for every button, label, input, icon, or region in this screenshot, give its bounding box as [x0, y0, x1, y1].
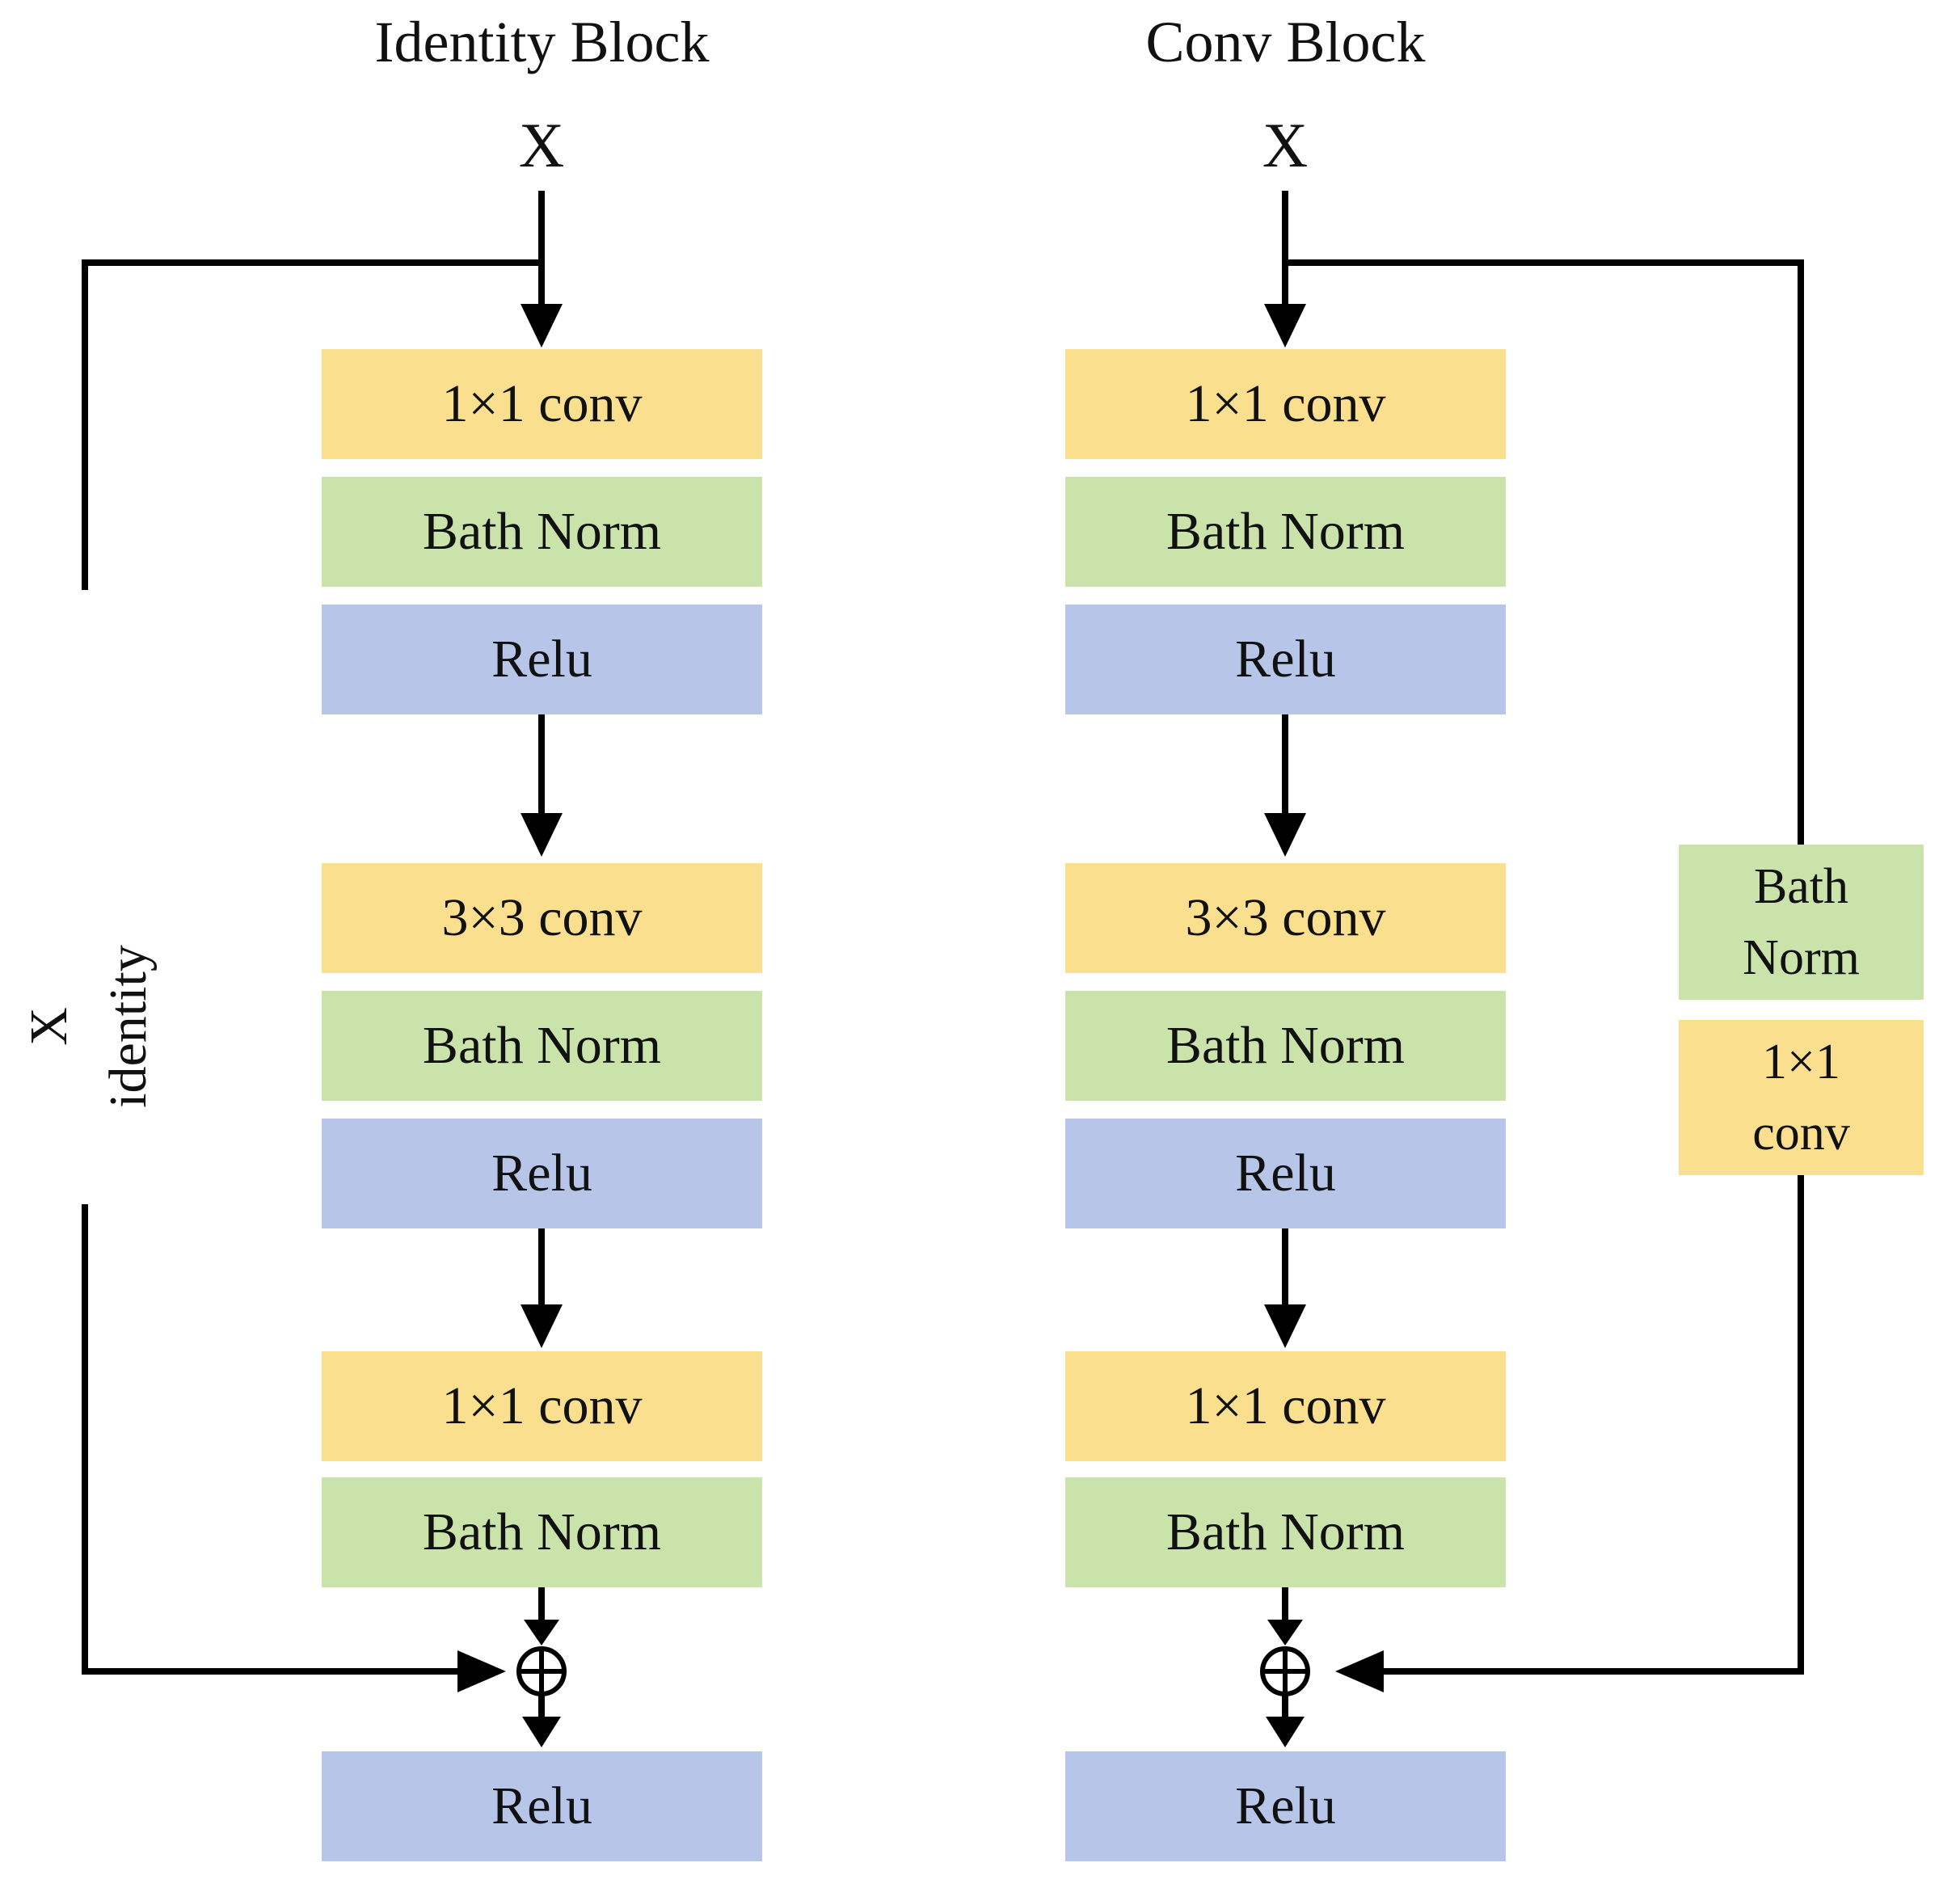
skip-label-x: X	[19, 1007, 78, 1046]
conv-skip-lower-line	[1384, 1175, 1804, 1675]
conv-shortcut-conv-box: 1×1 conv	[1679, 1020, 1924, 1175]
identity-skip-path-label: X identity	[10, 901, 168, 1152]
skip-label-identity: identity	[99, 945, 158, 1108]
identity-relu2-box: Relu	[322, 1119, 762, 1228]
conv-relu1-box: Relu	[1065, 605, 1506, 714]
conv-shortcut-bn-box: Bath Norm	[1679, 845, 1924, 1000]
shortcut-bn-line2: Norm	[1743, 930, 1860, 985]
conv-mid-arrowhead2	[1264, 1304, 1306, 1348]
identity-bn1-box: Bath Norm	[322, 477, 762, 587]
identity-conv3-box: 1×1 conv	[322, 1351, 762, 1461]
conv-conv2-box: 3×3 conv	[1065, 863, 1506, 973]
shortcut-bn-line1: Bath	[1753, 859, 1849, 914]
conv-conv3-box: 1×1 conv	[1065, 1351, 1506, 1461]
shortcut-conv-line2: conv	[1752, 1106, 1850, 1161]
identity-skip-branch-line	[82, 259, 545, 590]
conv-conv1-box: 1×1 conv	[1065, 349, 1506, 459]
conv-bn3-box: Bath Norm	[1065, 1477, 1506, 1587]
conv-skip-branch-line	[1282, 259, 1804, 845]
identity-merge-in-arrowhead	[524, 1620, 559, 1645]
conv-merge-out-arrowhead	[1266, 1717, 1305, 1747]
conv-skip-arrowhead	[1335, 1650, 1384, 1692]
identity-block-title: Identity Block	[374, 10, 710, 74]
shortcut-conv-line1: 1×1	[1762, 1034, 1840, 1089]
identity-mid-arrowhead1	[521, 813, 563, 857]
identity-bn3-box: Bath Norm	[322, 1477, 762, 1587]
conv-input-arrowhead	[1264, 304, 1306, 348]
conv-mid-arrowhead1	[1264, 813, 1306, 857]
identity-output-relu-box: Relu	[322, 1751, 762, 1861]
conv-merge-in-arrowhead	[1267, 1620, 1303, 1645]
identity-input-x-label: X	[518, 110, 565, 180]
conv-merge-node-icon	[1260, 1646, 1310, 1696]
identity-skip-lower-line	[82, 1204, 457, 1675]
conv-block-title: Conv Block	[1145, 10, 1426, 74]
identity-merge-node-icon	[516, 1646, 567, 1696]
identity-conv2-box: 3×3 conv	[322, 863, 762, 973]
identity-bn2-box: Bath Norm	[322, 991, 762, 1101]
identity-merge-out-arrowhead	[522, 1717, 561, 1747]
identity-input-arrowhead	[521, 304, 563, 348]
conv-bn1-box: Bath Norm	[1065, 477, 1506, 587]
identity-conv1-box: 1×1 conv	[322, 349, 762, 459]
conv-relu2-box: Relu	[1065, 1119, 1506, 1228]
identity-skip-arrowhead	[457, 1650, 506, 1692]
identity-relu1-box: Relu	[322, 605, 762, 714]
conv-output-relu-box: Relu	[1065, 1751, 1506, 1861]
identity-mid-arrowhead2	[521, 1304, 563, 1348]
conv-input-x-label: X	[1262, 110, 1309, 180]
conv-bn2-box: Bath Norm	[1065, 991, 1506, 1101]
